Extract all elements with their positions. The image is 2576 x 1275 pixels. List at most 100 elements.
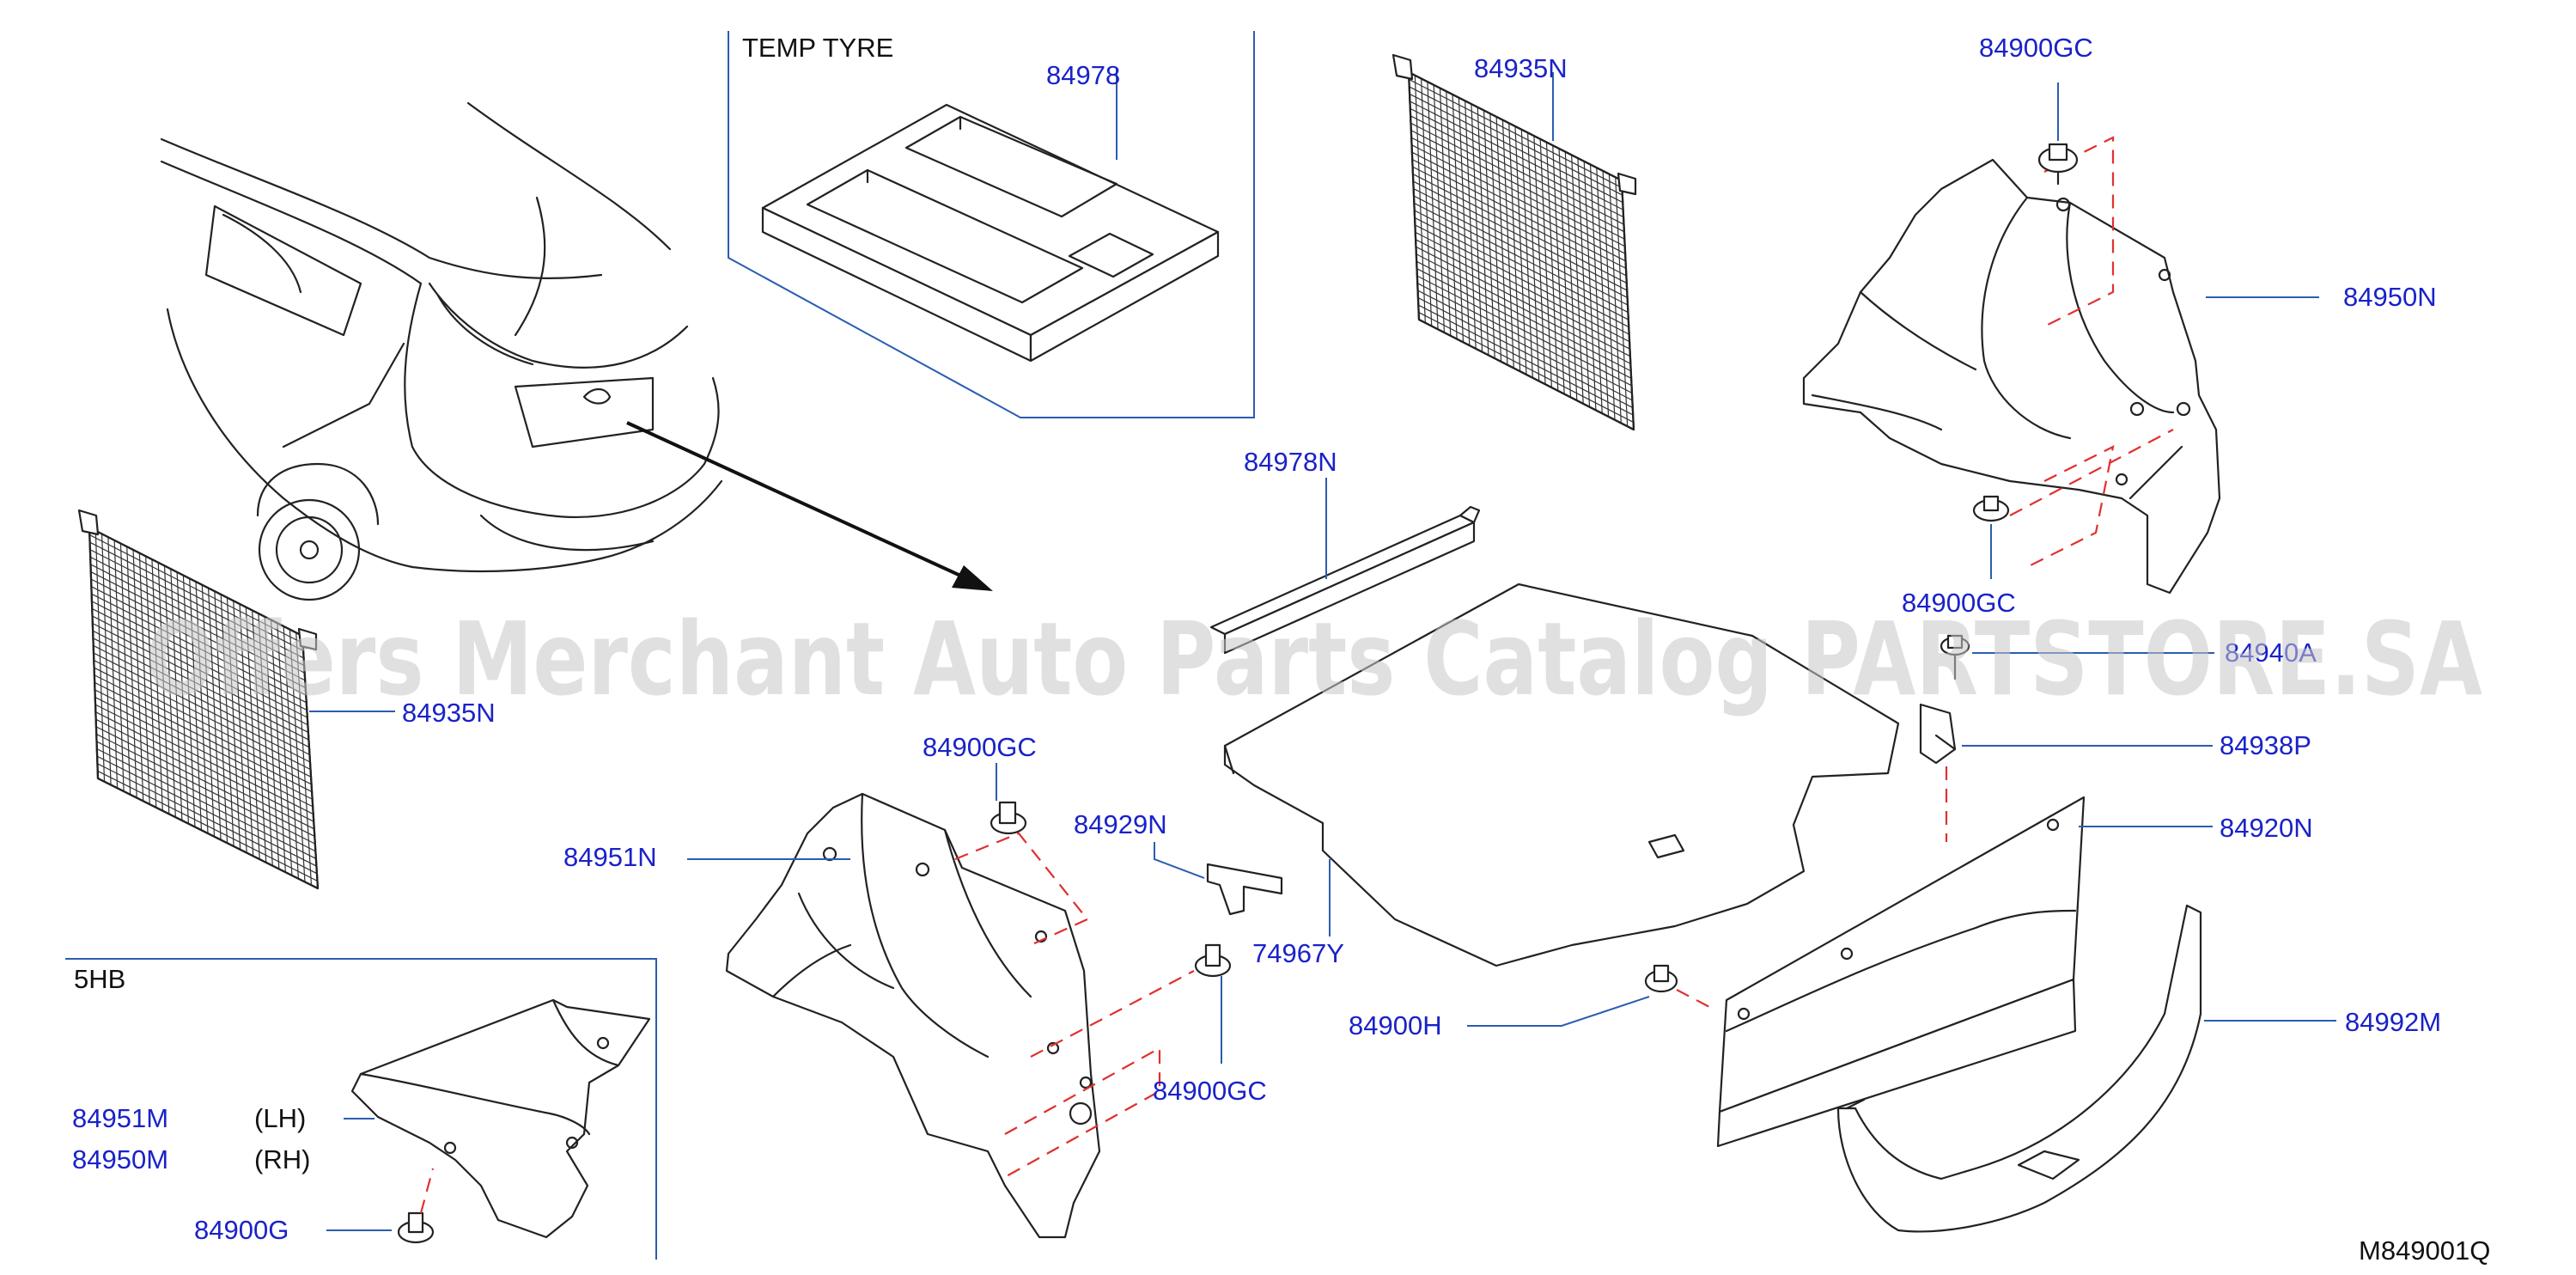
net-strand [94,660,311,771]
net-strand [94,689,313,800]
net-strand [94,667,312,778]
clip-84900GC-mid: 84900GC [923,732,1037,835]
net-strand [94,674,312,785]
net-strand [1526,132,1540,381]
net-strand [95,733,316,845]
part-84951M[interactable]: 84951M [72,1103,168,1133]
side-trim-right: 84950N [1802,136,2437,595]
net-strand [97,763,318,875]
part-84900G[interactable]: 84900G [194,1215,289,1245]
net-strand [96,748,317,859]
car-rear-drawing [160,101,723,601]
part-84920N[interactable]: 84920N [2220,813,2313,843]
net-strand [1417,290,1633,401]
net-strand [1539,138,1553,388]
net-strand [226,597,241,850]
net-strand [1416,246,1631,357]
clip-84900GC-bottom: 84900GC [1153,943,1267,1106]
part-84978N[interactable]: 84978N [1244,447,1337,477]
side-trim-left: 84951N [563,792,1195,1239]
part-84935N-top[interactable]: 84935N [1474,53,1568,83]
net-strand [95,726,315,838]
bracket-84929N: 84929N [1074,809,1283,916]
part-84950N[interactable]: 84950N [2343,282,2437,312]
temp-tyre-box: TEMP TYRE 84978 [728,31,1255,418]
net-strand [1545,142,1559,391]
net-strand [1415,239,1630,350]
net-strand [1520,129,1533,378]
net-strand [1577,158,1591,407]
net-strand [1552,145,1565,394]
part-84951N[interactable]: 84951N [563,842,657,872]
cover-bar-84978N: 84978N [1209,447,1481,655]
net-strand [233,601,247,853]
net-strand [1414,202,1629,314]
part-84900GC-right[interactable]: 84900GC [1902,588,2016,618]
net-strand [96,755,317,867]
net-strand [96,741,316,852]
net-strand [93,652,311,763]
rear-panel-84920N: 84920N [1716,796,2313,1148]
arrow-pointer-icon [952,565,993,591]
net-strand [277,623,293,875]
net-strand [1615,177,1629,427]
net-strand [1583,161,1597,411]
part-84929N[interactable]: 84929N [1074,809,1167,839]
part-84992M[interactable]: 84992M [2345,1007,2441,1037]
cargo-net-top: 84935N [1392,53,1637,431]
diagram-id: M849001Q [2359,1235,2490,1266]
net-strand [1416,253,1631,364]
part-84935N-left[interactable]: 84935N [402,698,496,728]
net-strand [207,588,222,840]
net-strand [1596,168,1610,417]
net-strand [258,613,273,866]
part-84900GC-bottom[interactable]: 84900GC [1153,1076,1267,1106]
net-strand [97,770,318,882]
watermark-text: Offers Merchant Auto Parts Catalog PARTS… [146,600,2482,718]
five-hb-box: 5HB 84951M (LH) 84950M (RH) 84900G [65,958,657,1260]
net-strand [264,616,280,869]
net-strand [1564,151,1578,401]
net-strand [295,632,313,886]
net-strand [1571,155,1584,404]
part-84900GC-top[interactable]: 84900GC [1979,33,2093,63]
net-strand [1418,304,1634,416]
part-84978[interactable]: 84978 [1046,60,1120,90]
part-84900GC-mid[interactable]: 84900GC [923,732,1037,762]
net-strand [1418,311,1634,424]
net-strand [1414,210,1629,320]
net-strand [270,619,286,873]
part-84900H[interactable]: 84900H [1349,1010,1442,1040]
net-strand [94,696,314,808]
part-84940A[interactable]: 84940A [2225,638,2317,668]
net-strand [1533,136,1546,385]
net-strand [1416,260,1631,372]
clip-84900H: 84900H [1349,964,1714,1040]
part-84950M[interactable]: 84950M [72,1144,168,1174]
direction-arrow [626,421,993,591]
part-84938P[interactable]: 84938P [2220,730,2311,760]
net-strand [220,594,234,847]
net-strand [94,681,313,793]
spare-tray-drawing [761,103,1220,363]
net-strand [1414,217,1629,328]
net-strand [1589,164,1603,414]
cargo-net-left: 84935N [77,509,496,890]
net-strand [94,704,314,815]
net-strand [1416,268,1632,379]
bolt-84940A: 84940A [1940,634,2317,680]
side-label-lh: (LH) [254,1103,306,1133]
five-hb-title: 5HB [74,964,125,994]
net-strand [1413,195,1629,306]
net-strand [1416,283,1633,393]
sill-plate-84992M: 84992M [1836,904,2441,1233]
net-strand [1558,148,1572,398]
clip-84900GC-top: 84900GC [1979,33,2093,186]
bracket-84938P: 84938P [1919,703,2311,842]
net-strand [1415,231,1630,343]
floor-board: 74967Y [1223,583,1900,968]
part-74967Y[interactable]: 74967Y [1252,938,1344,968]
net-strand [239,603,254,857]
net-strand [283,625,300,879]
